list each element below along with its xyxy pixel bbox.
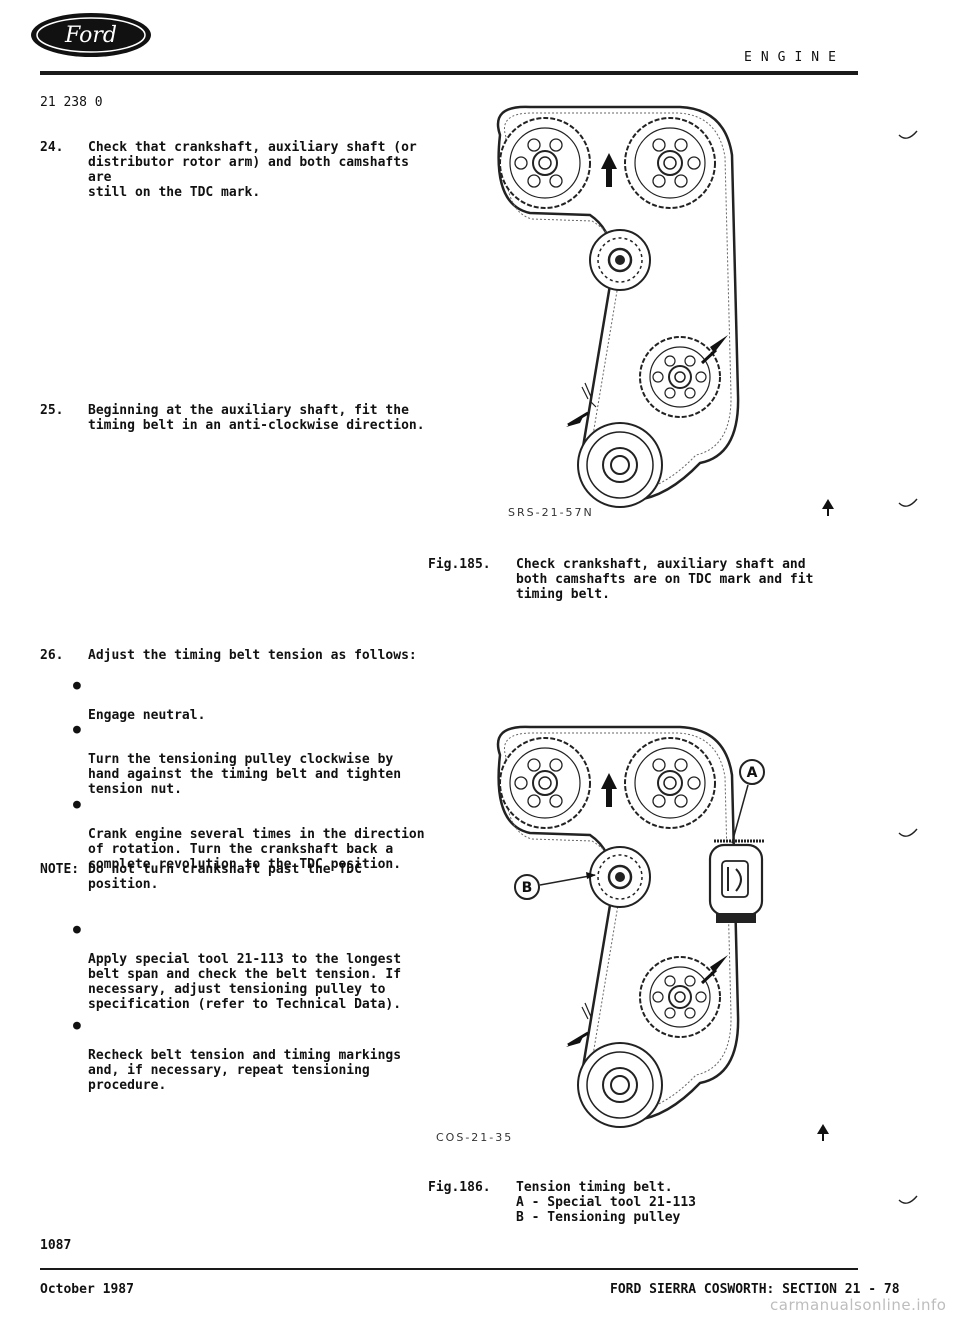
page-number: 1087 — [40, 1238, 72, 1253]
step-26: 26. Adjust the timing belt tension as fo… — [40, 648, 430, 663]
tdc-arrow-icon — [601, 773, 617, 807]
figure-caption: Check crankshaft, auxiliary shaft and bo… — [516, 557, 814, 602]
step-25: 25. Beginning at the auxiliary shaft, fi… — [40, 403, 430, 433]
inlet-camshaft-sprocket — [624, 737, 716, 829]
step-text: Check that crankshaft, auxiliary shaft (… — [88, 140, 417, 200]
bullet-text: Apply special tool 21-113 to the longest… — [88, 952, 402, 1012]
section-title: ENGINE — [744, 50, 845, 65]
figure-label: Fig.185. — [428, 557, 491, 572]
footer-rule — [40, 1268, 858, 1270]
bullet-icon: ● — [73, 922, 81, 937]
figure-code: COS-21-35 — [436, 1131, 514, 1144]
callout-label: B — [522, 880, 533, 896]
binder-marks — [898, 130, 918, 1204]
bullet-icon: ● — [73, 797, 81, 812]
header-rule — [40, 71, 858, 75]
tdc-arrow-icon — [601, 153, 617, 187]
bullet-icon: ● — [73, 1018, 81, 1033]
bullet-icon: ● — [73, 722, 81, 737]
step-number: 24. — [40, 140, 64, 155]
exhaust-camshaft-sprocket — [499, 737, 591, 829]
timing-belt — [496, 725, 740, 1122]
callout-b: B — [514, 872, 596, 900]
bullet-text: Recheck belt tension and timing markings… — [88, 1048, 402, 1093]
timing-belt-diagram-fig186: A B — [496, 725, 765, 1128]
doc-number: 21 238 0 — [40, 95, 103, 110]
bullet-item: ● Apply special tool 21-113 to the longe… — [73, 922, 448, 1012]
callout-label: A — [747, 765, 758, 781]
step-number: 26. — [40, 648, 64, 663]
crankshaft-pulley — [577, 1042, 663, 1128]
figure-label: Fig.186. — [428, 1180, 491, 1195]
callout-a: A — [731, 759, 765, 844]
bullet-item: ● Recheck belt tension and timing markin… — [73, 1018, 448, 1093]
north-arrow-icon — [817, 1124, 829, 1141]
step-text: Beginning at the auxiliary shaft, fit th… — [88, 403, 425, 433]
watermark: carmanualsonline.info — [770, 1296, 947, 1314]
special-tool-21-113 — [708, 839, 764, 923]
north-arrow-icon — [822, 499, 834, 516]
auxiliary-shaft-sprocket — [639, 956, 721, 1038]
step-number: 25. — [40, 403, 64, 418]
exhaust-camshaft-sprocket — [499, 117, 591, 209]
auxiliary-shaft-sprocket — [639, 336, 721, 418]
bullet-item: ● Turn the tensioning pulley clockwise b… — [73, 722, 448, 797]
figure-caption: Tension timing belt. A - Special tool 21… — [516, 1180, 697, 1225]
crankshaft-pulley — [577, 422, 663, 508]
bullet-text: Crank engine several times in the direct… — [88, 827, 425, 872]
inlet-camshaft-sprocket — [624, 117, 716, 209]
logo-text: Ford — [64, 23, 117, 48]
note: NOTE: Do not turn crankshaft past the TD… — [40, 862, 440, 892]
ford-logo: Ford — [31, 13, 151, 57]
bullet-icon: ● — [73, 678, 81, 693]
note-text: Do not turn crankshaft past the TDC posi… — [88, 862, 362, 892]
figure-code: SRS-21-57N — [508, 506, 594, 519]
bullet-text: Engage neutral. — [88, 708, 206, 723]
bullet-item: ● Engage neutral. — [73, 678, 448, 723]
timing-belt — [496, 105, 740, 502]
footer-title: FORD SIERRA COSWORTH: SECTION 21 - 78 — [610, 1282, 900, 1297]
bullet-text: Turn the tensioning pulley clockwise by … — [88, 752, 402, 797]
note-label: NOTE: — [40, 862, 80, 877]
step-text: Adjust the timing belt tension as follow… — [88, 648, 417, 663]
step-24: 24. Check that crankshaft, auxiliary sha… — [40, 140, 430, 200]
timing-belt-diagram-fig185 — [496, 105, 740, 508]
bullet-item: ● Crank engine several times in the dire… — [73, 797, 448, 872]
footer-date: October 1987 — [40, 1282, 134, 1297]
